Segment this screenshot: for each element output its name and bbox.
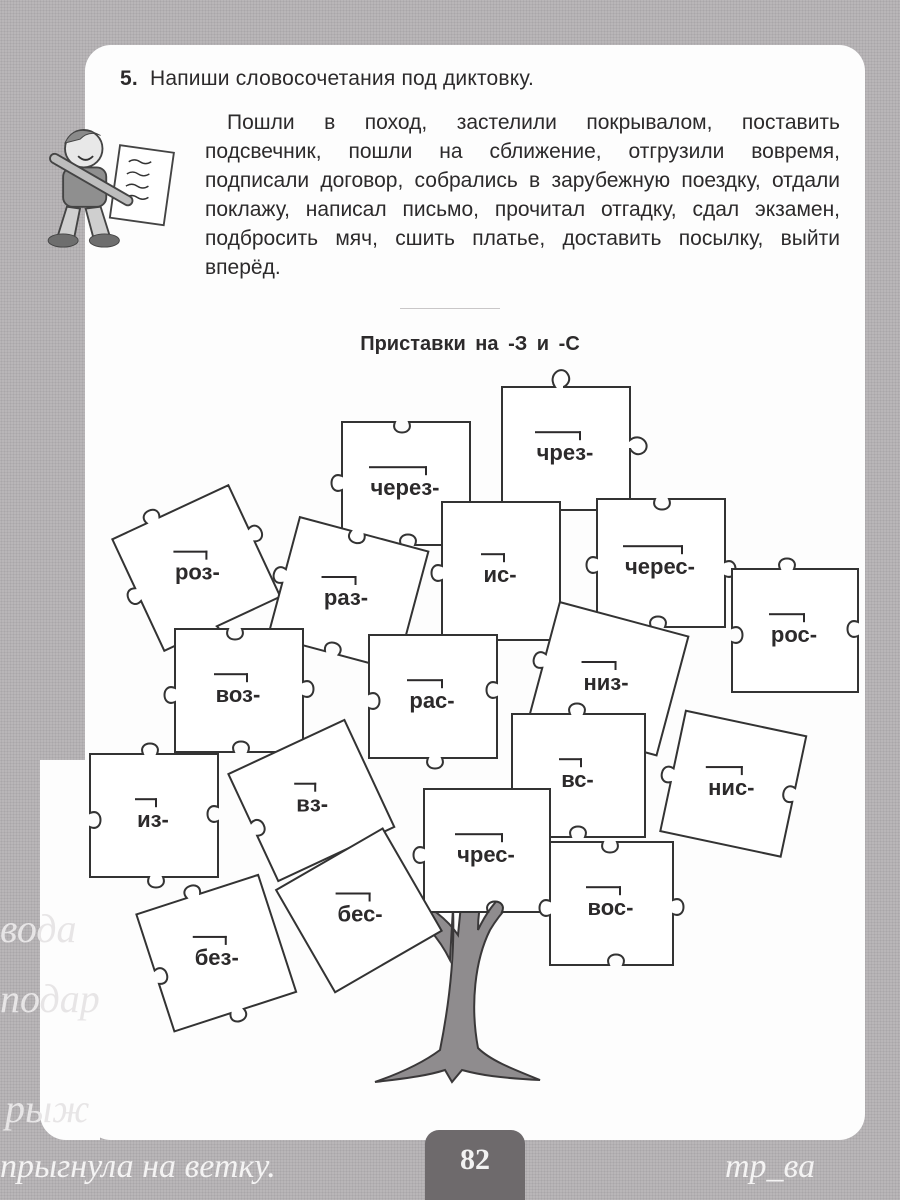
puzzle-piece[interactable]: воз- (163, 627, 315, 753)
puzzle-piece[interactable]: вос- (538, 840, 685, 966)
prefix-label: вс- (559, 757, 594, 792)
prefix-label: из- (135, 797, 169, 832)
puzzle-piece[interactable]: чрез- (500, 369, 648, 511)
puzzle-piece[interactable]: без- (134, 873, 298, 1033)
puzzle-piece[interactable]: через- (330, 420, 471, 546)
margin-script: подар (0, 976, 100, 1021)
prefix-label: рос- (768, 612, 818, 647)
task-number: 5. (120, 67, 138, 90)
prefix-label: вос- (585, 885, 634, 920)
dictation-text: Пошли в поход, застелили покрывалом, пос… (205, 111, 840, 279)
puzzle-title: Приставки на -З и -С (360, 333, 580, 355)
puzzle-piece[interactable]: чрес- (412, 787, 551, 913)
prefix-label: через- (368, 465, 440, 500)
divider (400, 308, 500, 309)
footer-script-left: прыгнула на ветку. (0, 1148, 276, 1185)
task-title: 5. Напиши словосочетания под диктовку. (120, 67, 534, 91)
puzzle-piece[interactable]: черес- (585, 497, 737, 628)
task-instruction: Напиши словосочетания под диктовку. (149, 67, 535, 90)
puzzle-piece[interactable]: раз- (266, 515, 430, 672)
puzzle-piece[interactable]: рос- (730, 557, 859, 693)
puzzle-piece[interactable]: ис- (430, 500, 561, 641)
puzzle-piece[interactable]: вз- (226, 718, 396, 883)
prefix-label: рас- (407, 678, 455, 713)
prefix-label: чрез- (534, 430, 594, 465)
prefix-label: без- (194, 944, 239, 970)
prefix-label: роз- (174, 559, 220, 585)
margin-script: рыж (5, 1086, 90, 1131)
margin-script: вода (0, 906, 77, 951)
prefix-label: вз- (296, 791, 329, 817)
prefix-label: ис- (481, 553, 517, 588)
puzzle-piece[interactable]: из- (88, 742, 219, 889)
puzzle-piece[interactable]: бес- (273, 827, 443, 994)
footer-script-right: тр_ва (725, 1148, 816, 1185)
prefix-label: бес- (337, 901, 383, 927)
boy-with-notebook-icon (47, 128, 175, 248)
page-number: 82 (425, 1130, 525, 1200)
prefix-label: чрес- (455, 832, 515, 867)
prefix-label: черес- (623, 545, 695, 580)
prefix-label: нис- (708, 774, 755, 800)
prefix-label: низ- (583, 669, 629, 695)
page-card-extension (40, 760, 100, 1140)
puzzle-piece[interactable]: рас- (367, 633, 498, 770)
puzzle-piece[interactable]: нис- (658, 708, 808, 858)
prefix-label: воз- (213, 672, 261, 707)
prefix-label: раз- (324, 584, 369, 610)
